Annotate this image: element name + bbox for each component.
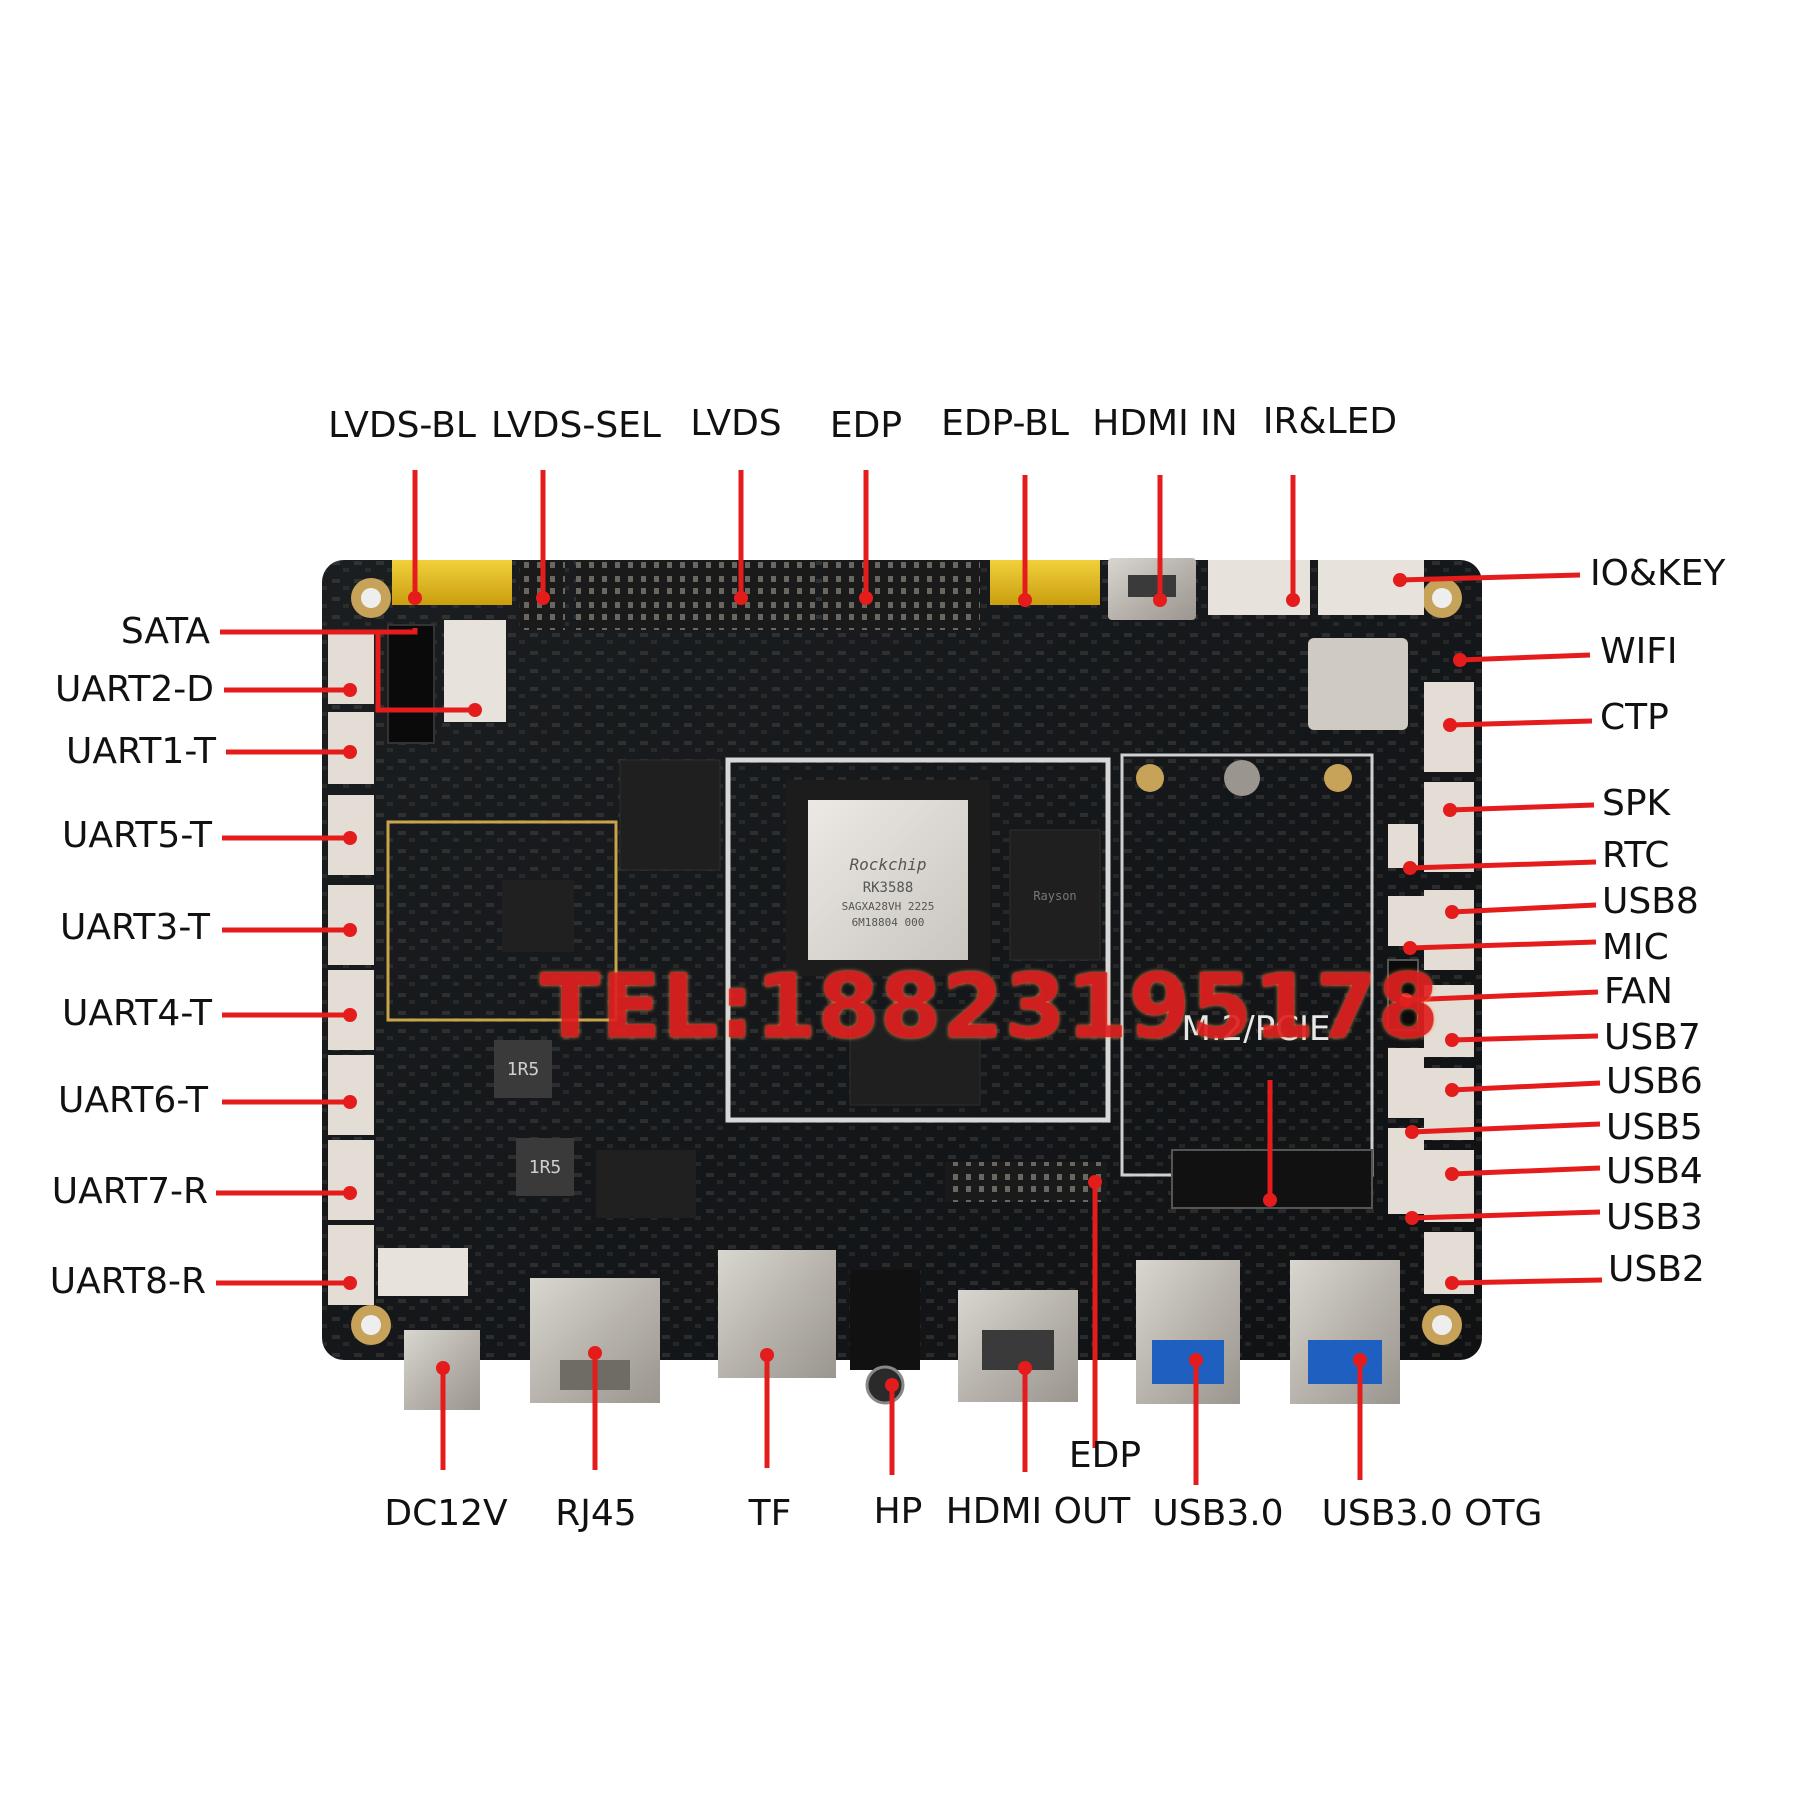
rk3588-chip bbox=[808, 800, 968, 960]
edp-bl-connector bbox=[990, 560, 1100, 605]
label-uart2-d: UART2-D bbox=[55, 669, 214, 710]
wifi-module bbox=[1308, 638, 1408, 730]
label-usb5: USB5 bbox=[1606, 1107, 1703, 1148]
label-mic: MIC bbox=[1602, 927, 1669, 968]
pointer-fan bbox=[1405, 989, 1599, 1003]
pointer-usb5 bbox=[1411, 1121, 1601, 1135]
lvds-header bbox=[576, 560, 816, 630]
label-uart8-r: UART8-R bbox=[49, 1261, 206, 1302]
pointer-usb7 bbox=[1451, 1033, 1599, 1043]
pmic-chip bbox=[502, 880, 574, 952]
label-io-key: IO&KEY bbox=[1590, 553, 1726, 594]
ram-chip-bottom bbox=[849, 1009, 981, 1106]
label-usb8: USB8 bbox=[1602, 881, 1699, 922]
label-uart1-t: UART1-T bbox=[66, 731, 216, 772]
label-uart6-t: UART6-T bbox=[58, 1080, 208, 1121]
inductor-1-label: 1R5 bbox=[507, 1059, 540, 1080]
tf-card-slot bbox=[718, 1250, 836, 1378]
edp-header bbox=[822, 560, 980, 630]
pointer-sata-power bbox=[375, 632, 475, 713]
label-usb4: USB4 bbox=[1606, 1151, 1703, 1192]
label-fan: FAN bbox=[1604, 971, 1673, 1012]
label-dc12v: DC12V bbox=[384, 1493, 508, 1534]
pointer-markers bbox=[343, 573, 1467, 1392]
label-usb3-0: USB3.0 bbox=[1152, 1493, 1284, 1534]
soc-frame bbox=[725, 757, 1111, 1123]
pointer-wifi bbox=[1459, 652, 1591, 663]
label-rj45: RJ45 bbox=[555, 1493, 637, 1534]
pointer-rtc bbox=[1409, 859, 1597, 871]
label-usb2: USB2 bbox=[1608, 1249, 1705, 1290]
label-wifi: WIFI bbox=[1600, 631, 1678, 672]
headphone-jack bbox=[850, 1270, 920, 1370]
io-key-connector bbox=[1318, 560, 1424, 615]
soc-model-text: RK3588 bbox=[863, 880, 914, 896]
label-spk: SPK bbox=[1602, 783, 1671, 824]
soc-brand-text: Rockchip bbox=[849, 855, 926, 874]
pointer-ctp bbox=[1449, 718, 1593, 728]
label-uart5-t: UART5-T bbox=[62, 815, 212, 856]
label-usb6: USB6 bbox=[1606, 1061, 1703, 1102]
sata-connector bbox=[387, 624, 435, 744]
left-uart-connectors bbox=[328, 632, 374, 1305]
label-lvds-bl: LVDS-BL bbox=[328, 405, 476, 446]
pointer-mic bbox=[1409, 939, 1597, 951]
ethernet-phy-chip bbox=[596, 1150, 696, 1218]
label-lvds: LVDS bbox=[690, 403, 782, 444]
pointer-io-key bbox=[1399, 572, 1581, 583]
label-usb7: USB7 bbox=[1604, 1017, 1701, 1058]
soc-code-text: 6M18804 000 bbox=[852, 916, 925, 929]
pointer-usb2 bbox=[1451, 1277, 1603, 1286]
label-uart7-r: UART7-R bbox=[51, 1171, 208, 1212]
label-ctp: CTP bbox=[1600, 697, 1669, 738]
phone-watermark: TEL:18823195178 bbox=[540, 955, 1440, 1058]
label-edp-bl: EDP-BL bbox=[941, 403, 1069, 444]
pointer-usb3 bbox=[1411, 1209, 1601, 1221]
soc-lot-text: SAGXA28VH 2225 bbox=[842, 900, 935, 913]
pointer-lines bbox=[216, 470, 1603, 1485]
pointer-usb6 bbox=[1451, 1080, 1601, 1093]
label-tf: TF bbox=[748, 1493, 792, 1534]
pointer-usb8 bbox=[1451, 902, 1597, 915]
inductor-2-label: 1R5 bbox=[529, 1157, 562, 1178]
label-hdmi-in: HDMI IN bbox=[1092, 403, 1238, 444]
label-edp-top: EDP bbox=[829, 405, 903, 446]
dc-side-connector bbox=[378, 1248, 468, 1296]
label-lvds-sel: LVDS-SEL bbox=[491, 405, 661, 446]
m2-slot-silkscreen: M.2/PCIE bbox=[1182, 1009, 1331, 1049]
label-usb3: USB3 bbox=[1606, 1197, 1703, 1238]
label-sata: SATA bbox=[120, 611, 210, 652]
pointer-sata bbox=[220, 628, 418, 635]
pointer-spk bbox=[1449, 802, 1595, 813]
pointer-usb4 bbox=[1451, 1165, 1601, 1177]
emmc-chip bbox=[619, 759, 721, 871]
label-uart3-t: UART3-T bbox=[60, 907, 210, 948]
mounting-holes bbox=[351, 578, 1462, 1345]
label-ir-led: IR&LED bbox=[1262, 401, 1398, 442]
label-hdmi-out: HDMI OUT bbox=[945, 1491, 1131, 1532]
inductor-2 bbox=[516, 1138, 574, 1196]
label-usb3-otg: USB3.0 OTG bbox=[1321, 1493, 1543, 1534]
ram-brand-text: Rayson bbox=[1033, 889, 1076, 903]
label-rtc: RTC bbox=[1602, 835, 1670, 876]
inductor-1 bbox=[494, 1040, 552, 1098]
label-uart4-t: UART4-T bbox=[62, 993, 212, 1034]
label-edp-bottom: EDP bbox=[1068, 1435, 1142, 1476]
label-hp: HP bbox=[873, 1491, 923, 1532]
edp-bottom-header bbox=[945, 1162, 1107, 1202]
ram-chip-right bbox=[1009, 829, 1101, 961]
power-subboard-frame bbox=[386, 820, 618, 1022]
